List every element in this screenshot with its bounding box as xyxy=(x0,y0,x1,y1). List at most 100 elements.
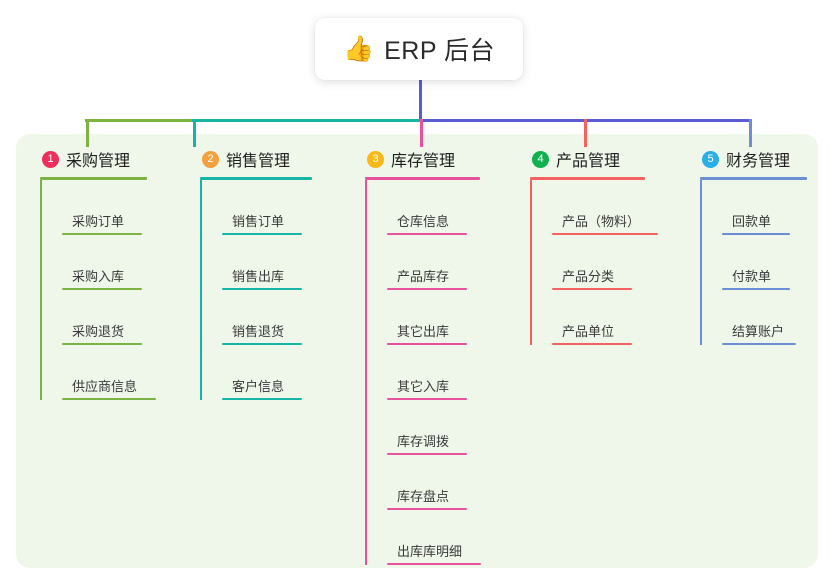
leaf-underline xyxy=(62,398,156,400)
leaf-label: 出库库明细 xyxy=(397,544,463,559)
leaf-label: 销售退货 xyxy=(232,324,285,339)
leaf-item[interactable]: 产品分类 xyxy=(530,235,645,290)
leaf-item[interactable]: 库存调拨 xyxy=(365,400,480,455)
branch-header-4[interactable]: 4 产品管理 xyxy=(530,147,645,171)
leaf-label: 供应商信息 xyxy=(72,379,138,394)
leaf-item[interactable]: 销售退货 xyxy=(200,290,312,345)
leaf-list: 仓库信息产品库存其它出库其它入库库存调拨库存盘点出库库明细 xyxy=(365,180,481,565)
leaf-underline xyxy=(387,453,467,455)
branch-underline xyxy=(200,177,312,180)
branch-spine xyxy=(40,180,42,400)
leaf-label: 产品库存 xyxy=(397,269,450,284)
leaf-label: 其它入库 xyxy=(397,379,450,394)
branch-column-2: 2 销售管理销售订单销售出库销售退货客户信息 xyxy=(200,147,312,400)
branch-number-badge: 4 xyxy=(532,150,549,168)
branch-underline xyxy=(40,177,147,180)
bus-teal xyxy=(192,119,420,122)
branch-underline xyxy=(530,177,645,180)
branch-header-1[interactable]: 1 采购管理 xyxy=(40,147,147,171)
drop-to-column-2 xyxy=(193,119,196,147)
leaf-item[interactable]: 库存盘点 xyxy=(365,455,480,510)
branch-underline xyxy=(700,177,807,180)
branch-label: 销售管理 xyxy=(226,153,291,170)
leaf-item[interactable]: 仓库信息 xyxy=(365,180,480,235)
leaf-underline xyxy=(722,343,796,345)
leaf-item[interactable]: 产品库存 xyxy=(365,235,480,290)
leaf-label: 销售出库 xyxy=(232,269,285,284)
leaf-underline xyxy=(387,288,467,290)
branch-header-2[interactable]: 2 销售管理 xyxy=(200,147,312,171)
root-stem xyxy=(419,78,422,121)
leaf-underline xyxy=(222,288,302,290)
leaf-item[interactable]: 其它入库 xyxy=(365,345,480,400)
branch-number-badge: 5 xyxy=(702,150,719,168)
thumbs-up-icon: 👍 xyxy=(342,34,375,63)
leaf-item[interactable]: 结算账户 xyxy=(700,290,807,345)
leaf-underline xyxy=(387,508,467,510)
leaf-underline xyxy=(552,288,632,290)
branch-label: 采购管理 xyxy=(66,153,131,170)
leaf-item[interactable]: 采购退货 xyxy=(40,290,147,345)
leaf-list: 回款单付款单结算账户 xyxy=(700,180,807,345)
branch-spine xyxy=(200,180,202,400)
leaf-item[interactable]: 销售订单 xyxy=(200,180,312,235)
leaf-underline xyxy=(387,233,467,235)
root-node[interactable]: 👍 ERP 后台 xyxy=(315,18,523,80)
leaf-label: 采购订单 xyxy=(72,214,125,229)
drop-to-column-4 xyxy=(584,119,587,147)
leaf-item[interactable]: 采购订单 xyxy=(40,180,147,235)
drop-to-column-5 xyxy=(749,119,752,147)
leaf-item[interactable]: 采购入库 xyxy=(40,235,147,290)
leaf-label: 结算账户 xyxy=(732,324,785,339)
leaf-underline xyxy=(552,233,658,235)
branch-number-badge: 3 xyxy=(367,150,384,168)
leaf-underline xyxy=(62,343,142,345)
branch-spine xyxy=(700,180,702,345)
leaf-item[interactable]: 回款单 xyxy=(700,180,807,235)
leaf-underline xyxy=(62,233,142,235)
leaf-list: 销售订单销售出库销售退货客户信息 xyxy=(200,180,312,400)
branch-label: 产品管理 xyxy=(556,153,621,170)
leaf-item[interactable]: 客户信息 xyxy=(200,345,312,400)
leaf-item[interactable]: 销售出库 xyxy=(200,235,312,290)
leaf-underline xyxy=(222,398,302,400)
branch-number-badge: 1 xyxy=(42,150,59,168)
branch-column-1: 1 采购管理采购订单采购入库采购退货供应商信息 xyxy=(40,147,156,400)
leaf-item[interactable]: 出库库明细 xyxy=(365,510,481,565)
leaf-label: 付款单 xyxy=(732,269,772,284)
leaf-underline xyxy=(387,563,481,565)
leaf-item[interactable]: 产品单位 xyxy=(530,290,645,345)
branch-header-5[interactable]: 5 财务管理 xyxy=(700,147,807,171)
leaf-label: 其它出库 xyxy=(397,324,450,339)
drop-to-column-3 xyxy=(420,119,423,147)
leaf-item[interactable]: 供应商信息 xyxy=(40,345,156,400)
leaf-label: 采购入库 xyxy=(72,269,125,284)
leaf-underline xyxy=(722,233,790,235)
leaf-label: 采购退货 xyxy=(72,324,125,339)
branch-spine xyxy=(365,180,367,565)
branch-label: 财务管理 xyxy=(726,153,791,170)
root-title: ERP 后台 xyxy=(384,37,496,65)
bus-green xyxy=(85,119,192,122)
leaf-label: 客户信息 xyxy=(232,379,285,394)
leaf-label: 库存调拨 xyxy=(397,434,450,449)
leaf-label: 产品分类 xyxy=(562,269,615,284)
leaf-underline xyxy=(387,343,467,345)
drop-to-column-1 xyxy=(86,119,89,147)
leaf-list: 采购订单采购入库采购退货供应商信息 xyxy=(40,180,156,400)
branch-underline xyxy=(365,177,480,180)
leaf-underline xyxy=(387,398,467,400)
leaf-item[interactable]: 产品（物料） xyxy=(530,180,658,235)
branch-column-4: 4 产品管理产品（物料） 产品分类产品单位 xyxy=(530,147,658,345)
leaf-item[interactable]: 付款单 xyxy=(700,235,807,290)
branch-spine xyxy=(530,180,532,345)
leaf-list: 产品（物料） 产品分类产品单位 xyxy=(530,180,658,345)
branch-number-badge: 2 xyxy=(202,150,219,168)
leaf-label: 产品单位 xyxy=(562,324,615,339)
leaf-underline xyxy=(722,288,790,290)
leaf-item[interactable]: 其它出库 xyxy=(365,290,480,345)
leaf-underline xyxy=(222,343,302,345)
leaf-label: 销售订单 xyxy=(232,214,285,229)
